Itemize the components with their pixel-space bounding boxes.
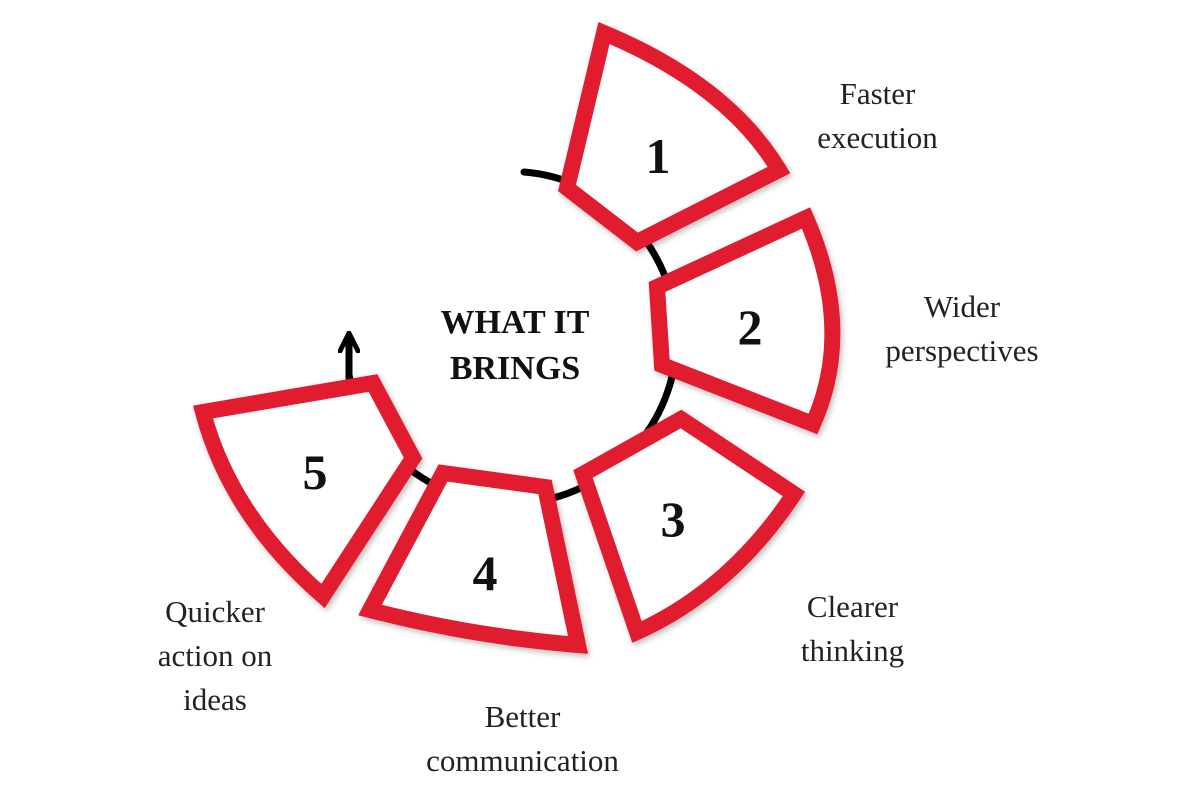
segment-5-shape: [193, 374, 423, 609]
center-title: WHAT IT BRINGS: [400, 300, 630, 392]
center-title-line-1: WHAT IT: [440, 304, 590, 341]
segment-1-number: 1: [645, 128, 671, 184]
segment-1-label: Faster execution: [795, 72, 960, 160]
segment-5-label: Quicker action on ideas: [135, 590, 295, 722]
segment-4-label: Better communication: [400, 695, 645, 783]
segment-4-label-line-1: Better: [484, 699, 561, 734]
center-title-line-2: BRINGS: [449, 350, 581, 387]
segment-5-label-line-3: ideas: [183, 682, 247, 717]
segment-3-label: Clearer thinking: [775, 585, 930, 673]
segment-3-number: 3: [660, 491, 686, 547]
segment-2-label: Wider perspectives: [862, 285, 1062, 373]
segment-3-label-line-2: thinking: [800, 633, 905, 668]
segment-1-shape: [558, 21, 791, 252]
segment-2-label-line-2: perspectives: [885, 333, 1039, 368]
segment-4-number: 4: [472, 545, 498, 601]
segment-1-label-line-2: execution: [817, 120, 938, 155]
segment-3-shape: [573, 409, 806, 643]
segment-5-label-line-2: action on: [157, 638, 273, 673]
segment-4-label-line-2: communication: [426, 743, 619, 778]
segment-5-label-line-1: Quicker: [165, 594, 265, 629]
segment-2-number: 2: [737, 299, 763, 355]
segment-1-label-line-1: Faster: [839, 76, 916, 111]
segment-2-label-line-1: Wider: [923, 289, 1001, 324]
segment-5-number: 5: [302, 444, 328, 500]
segment-2-shape: [648, 207, 841, 435]
segment-4-shape: [358, 464, 589, 654]
segment-3-label-line-1: Clearer: [806, 589, 899, 624]
